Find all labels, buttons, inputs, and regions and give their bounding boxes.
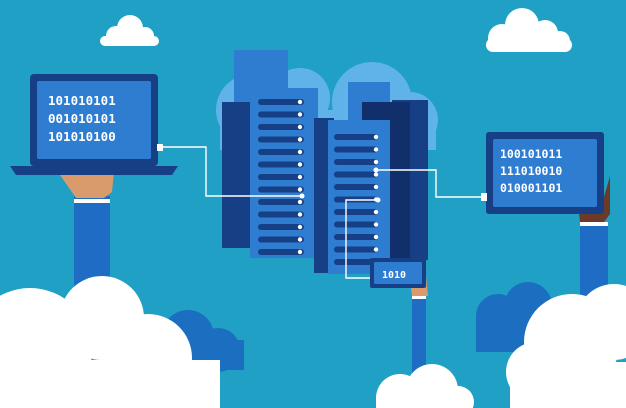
tablet-icon: 1010 xyxy=(370,258,426,288)
server-slot xyxy=(334,259,378,265)
server-slot xyxy=(334,171,378,178)
server-slot xyxy=(258,174,304,180)
server-slot xyxy=(258,111,304,118)
server-slot xyxy=(258,211,304,218)
monitor-binary-line-2: 111010010 xyxy=(500,164,562,178)
server-led xyxy=(297,162,303,167)
server-led xyxy=(297,124,303,130)
server-led xyxy=(297,237,303,242)
server-slot xyxy=(258,249,304,255)
connection-wires xyxy=(162,146,484,279)
server-led xyxy=(297,99,303,105)
server-led xyxy=(373,247,379,252)
server-slot xyxy=(258,136,304,143)
server-led xyxy=(297,187,303,192)
server-led xyxy=(373,184,379,190)
device-binary-label: 1010 xyxy=(382,270,406,281)
server-slot xyxy=(334,221,378,228)
laptop-binary-line-2: 001010101 xyxy=(48,111,116,126)
server-rack-icon xyxy=(222,50,428,274)
server-slot xyxy=(334,246,378,253)
server-led xyxy=(373,134,379,140)
server-slot xyxy=(334,146,378,153)
server-slot xyxy=(258,199,304,205)
server-led xyxy=(297,212,303,217)
server-led xyxy=(297,199,303,205)
server-led xyxy=(297,224,303,230)
server-slot xyxy=(258,99,304,105)
server-led xyxy=(373,147,379,152)
server-led xyxy=(373,222,379,227)
laptop-binary-line-3: 101010100 xyxy=(48,129,116,144)
server-slot xyxy=(334,209,378,215)
monitor-icon: 100101011 111010010 010001101 xyxy=(481,132,604,214)
server-led xyxy=(297,249,303,255)
server-led xyxy=(297,137,303,142)
cloud-icon xyxy=(100,15,159,46)
server-slot xyxy=(334,184,378,190)
server-slot xyxy=(334,234,378,240)
server-led xyxy=(373,209,379,215)
cloud-icon xyxy=(0,276,220,408)
cloud-icon xyxy=(486,8,572,52)
laptop-icon: 101010101 001010101 101010100 xyxy=(10,74,178,175)
server-slot xyxy=(258,224,304,230)
laptop-binary-line-1: 101010101 xyxy=(48,93,116,108)
server-led xyxy=(297,149,303,155)
server-led xyxy=(373,172,379,177)
server-slot xyxy=(258,161,304,168)
cloud-icon xyxy=(506,284,626,408)
server-slot xyxy=(334,159,378,165)
monitor-binary-line-1: 100101011 xyxy=(500,147,562,161)
cloud-icon xyxy=(376,364,474,408)
server-led xyxy=(373,234,379,240)
server-slot xyxy=(334,134,378,140)
server-slot xyxy=(258,124,304,130)
server-slot xyxy=(258,236,304,243)
server-slot xyxy=(258,149,304,155)
server-led xyxy=(297,112,303,117)
monitor-binary-line-3: 010001101 xyxy=(500,181,562,195)
server-slot xyxy=(258,186,304,193)
server-led xyxy=(297,174,303,180)
server-led xyxy=(373,159,379,165)
